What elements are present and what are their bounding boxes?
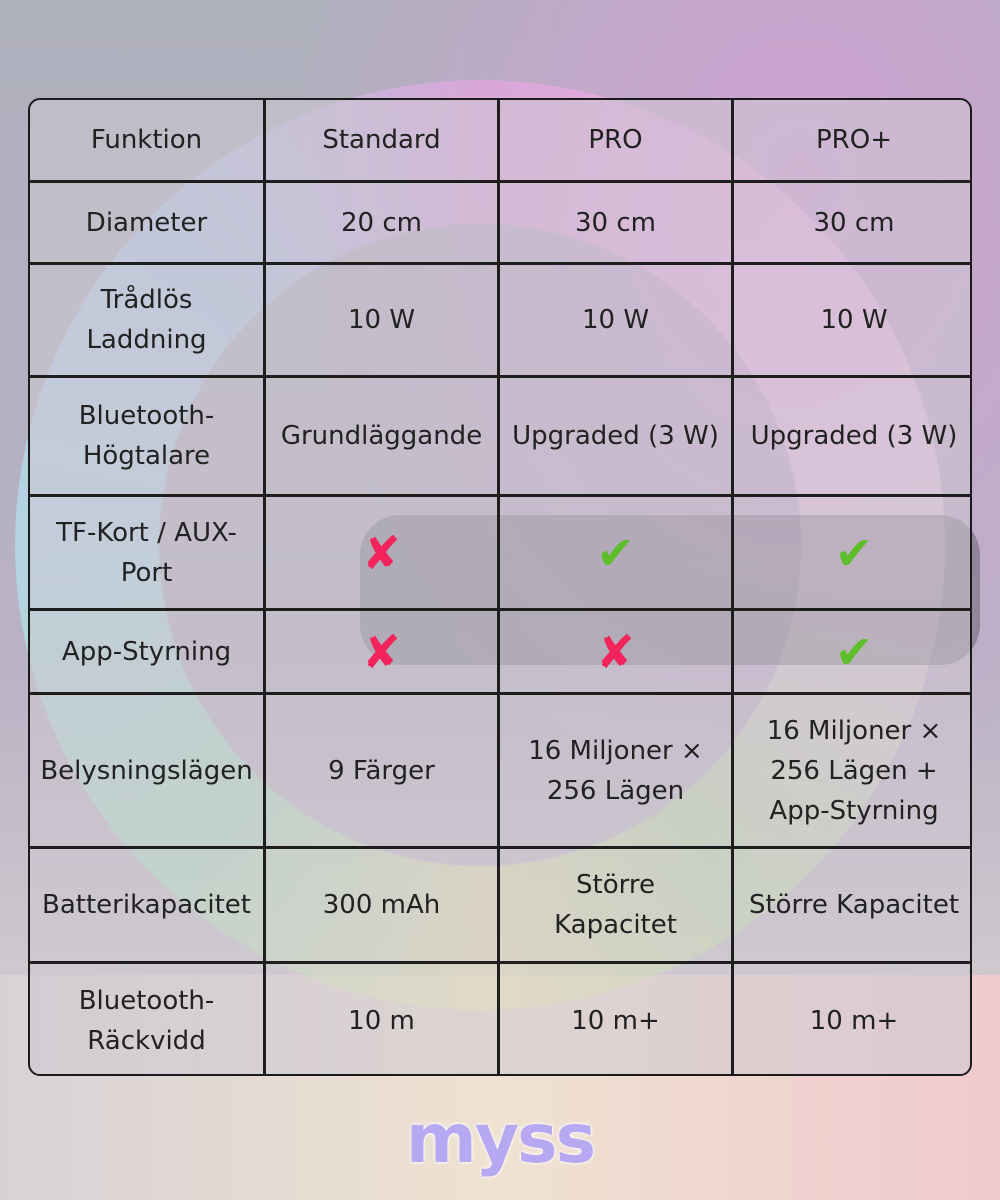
value-cell: 10 W <box>500 265 734 378</box>
feature-label: TF-Kort / AUX-Port <box>30 497 266 611</box>
feature-label: Bluetooth-Räckvidd <box>30 964 266 1074</box>
value-cell: 10 W <box>734 265 970 378</box>
check-icon: ✔ <box>834 624 874 679</box>
cross-icon: ✘ <box>596 624 635 679</box>
header-cell: Standard <box>266 100 500 183</box>
value-cell: ✘ <box>500 611 734 695</box>
value-cell: Upgraded (3 W) <box>734 378 970 497</box>
value-cell: Större Kapacitet <box>500 849 734 964</box>
value-cell: 20 cm <box>266 183 500 265</box>
value-cell: ✔ <box>734 611 970 695</box>
cross-icon: ✘ <box>362 525 401 580</box>
value-cell: 10 m <box>266 964 500 1074</box>
value-cell: ✔ <box>734 497 970 611</box>
brand-logo: myss <box>405 1100 596 1179</box>
value-cell: 10 W <box>266 265 500 378</box>
value-cell: 10 m+ <box>500 964 734 1074</box>
check-icon: ✔ <box>596 525 635 580</box>
header-cell: PRO+ <box>734 100 970 183</box>
value-cell: ✘ <box>266 497 500 611</box>
value-cell: Grundläggande <box>266 378 500 497</box>
value-cell: 300 mAh <box>266 849 500 964</box>
feature-label: Bluetooth-Högtalare <box>30 378 266 497</box>
feature-label: Belysningslägen <box>30 695 266 849</box>
header-cell: PRO <box>500 100 734 183</box>
value-cell: 16 Miljoner × 256 Lägen + App-Styrning <box>734 695 970 849</box>
value-cell: 10 m+ <box>734 964 970 1074</box>
value-cell: 30 cm <box>734 183 970 265</box>
feature-label: Trådlös Laddning <box>30 265 266 378</box>
check-icon: ✔ <box>834 525 874 580</box>
value-cell: 16 Miljoner × 256 Lägen <box>500 695 734 849</box>
value-cell: Upgraded (3 W) <box>500 378 734 497</box>
header-cell: Funktion <box>30 100 266 183</box>
value-cell: ✔ <box>500 497 734 611</box>
feature-label: App-Styrning <box>30 611 266 695</box>
cross-icon: ✘ <box>362 624 401 679</box>
value-cell: 9 Färger <box>266 695 500 849</box>
feature-label: Diameter <box>30 183 266 265</box>
value-cell: 30 cm <box>500 183 734 265</box>
value-cell: ✘ <box>266 611 500 695</box>
feature-label: Batterikapacitet <box>30 849 266 964</box>
value-cell: Större Kapacitet <box>734 849 970 964</box>
